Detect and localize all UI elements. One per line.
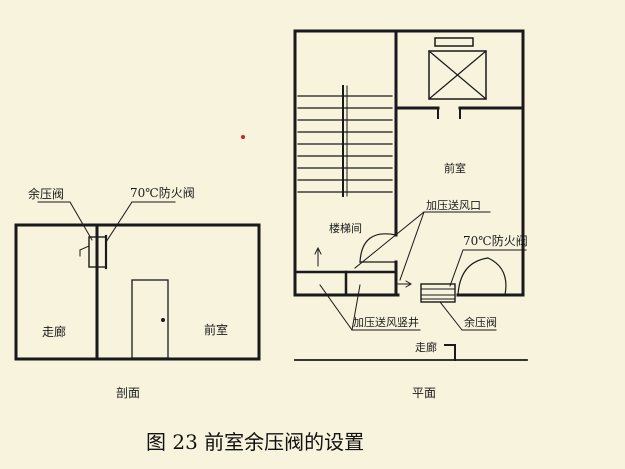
leader-plan-valve <box>439 301 463 331</box>
leader-outlet-1 <box>354 211 425 269</box>
label-section-fire-damper: 70℃防火阀 <box>130 185 195 200</box>
door-knob <box>161 318 165 322</box>
valve-counterweight <box>79 245 90 251</box>
leader-plan-damper <box>449 249 464 287</box>
plan-view <box>293 29 528 361</box>
anteroom-door-arc <box>487 257 507 296</box>
anteroom-door-swing <box>457 257 489 296</box>
label-section-relief-valve: 余压阀 <box>28 186 64 201</box>
figure-caption: 图 23 前室余压阀的设置 <box>146 430 365 454</box>
label-section-corridor: 走廊 <box>42 324 66 339</box>
elevator-car <box>428 50 487 100</box>
stairwell-door-swing <box>359 233 397 263</box>
stair-treads <box>297 95 393 193</box>
stair-up-arrowhead <box>314 246 322 255</box>
section-view <box>14 201 261 361</box>
elevator-counterweight <box>434 37 474 47</box>
leader-outlet-2 <box>399 211 425 281</box>
leader-shaft-2 <box>351 284 361 331</box>
section-door <box>131 279 169 359</box>
label-plan-fire-damper: 70℃防火阀 <box>463 233 528 248</box>
label-plan-shaft: 加压送风竖井 <box>353 315 419 329</box>
label-plan-anteroom: 前室 <box>444 161 466 175</box>
label-plan-outlet: 加压送风口 <box>426 198 481 212</box>
label-section-anteroom: 前室 <box>204 322 228 337</box>
leader-shaft-1 <box>319 284 353 331</box>
label-plan-stairwell: 楼梯间 <box>329 221 362 235</box>
red-marker-dot <box>241 135 245 139</box>
leader-relief-valve-diag <box>69 201 93 241</box>
outlet-arrowhead <box>405 280 412 288</box>
section-outer-wall <box>14 223 261 361</box>
elevator-cross-2 <box>428 50 487 100</box>
label-plan-corridor: 走廊 <box>415 340 437 354</box>
plan-relief-valve <box>420 283 456 303</box>
leader-fire-damper-diag <box>105 201 133 243</box>
label-plan-relief-valve: 余压阀 <box>464 315 497 329</box>
label-plan-title: 平面 <box>412 386 436 400</box>
label-section-title: 剖面 <box>116 386 140 400</box>
